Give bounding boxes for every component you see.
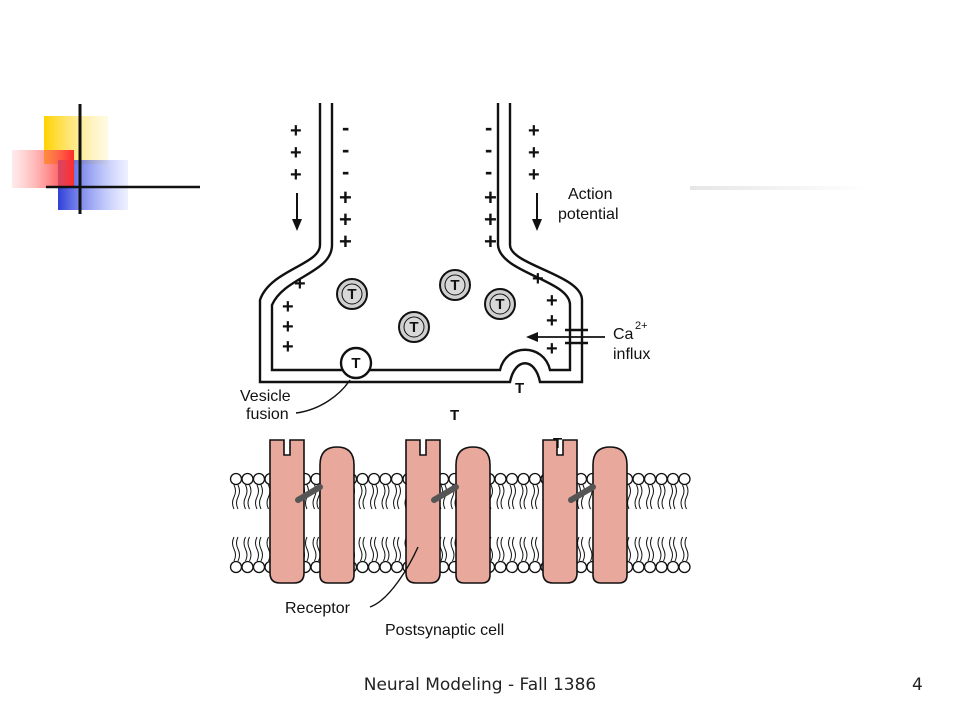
svg-text:+: + <box>290 164 302 186</box>
svg-text:-: - <box>342 159 349 184</box>
svg-text:+: + <box>484 229 497 254</box>
svg-text:+: + <box>290 120 302 142</box>
label-vesicle: Vesicle <box>240 388 291 405</box>
charges-right-outside: + + + <box>528 120 540 186</box>
svg-text:-: - <box>485 159 492 184</box>
svg-text:+: + <box>282 336 294 358</box>
slide-page-number: 4 <box>912 675 923 695</box>
svg-text:-: - <box>485 115 492 140</box>
label-receptor: Receptor <box>285 600 351 617</box>
svg-text:+: + <box>528 164 540 186</box>
charges-left-outside: + + + <box>290 120 302 186</box>
label-postsynaptic-cell: Postsynaptic cell <box>385 622 504 639</box>
svg-text:+: + <box>339 207 352 232</box>
svg-text:+: + <box>546 310 558 332</box>
logo-red-square <box>12 150 74 188</box>
label-ca-superscript: 2+ <box>635 320 648 332</box>
charges-right-inside: - - - + + + <box>484 115 497 254</box>
label-fusion: fusion <box>246 406 289 423</box>
svg-text:T: T <box>347 286 356 303</box>
receptors <box>269 439 628 584</box>
svg-text:+: + <box>339 229 352 254</box>
receptor-complex <box>405 439 491 584</box>
vesicle: T <box>484 288 516 320</box>
vesicle: T <box>398 311 430 343</box>
svg-text:+: + <box>528 120 540 142</box>
vesicles: T T T T T <box>336 269 516 380</box>
svg-text:+: + <box>282 296 294 318</box>
slide-footer-title: Neural Modeling - Fall 1386 <box>363 675 597 695</box>
svg-text:+: + <box>484 207 497 232</box>
receptor-complex <box>542 439 628 584</box>
svg-text:+: + <box>282 316 294 338</box>
svg-text:+: + <box>546 290 558 312</box>
svg-text:-: - <box>342 137 349 162</box>
bound-transmitter: T <box>553 435 562 452</box>
svg-text:T: T <box>409 319 418 336</box>
vesicle-fusing: T <box>339 346 373 380</box>
presynaptic-membrane-inner <box>270 103 572 372</box>
vesicle: T <box>439 269 471 301</box>
svg-text:T: T <box>495 296 504 313</box>
svg-text:-: - <box>485 137 492 162</box>
synapse-diagram: + + + - - - + + + - - - + + + + + + <box>229 103 691 639</box>
svg-text:T: T <box>450 277 459 294</box>
label-potential: potential <box>558 206 619 223</box>
svg-text:+: + <box>484 185 497 210</box>
label-ca: Ca <box>613 326 634 343</box>
svg-text:T: T <box>351 355 360 372</box>
receptor-complex <box>269 439 355 584</box>
svg-text:+: + <box>339 185 352 210</box>
presynaptic-membrane-outer <box>258 103 584 384</box>
slide-logo-ornament <box>12 104 870 214</box>
svg-text:+: + <box>532 268 544 290</box>
charges-bulb: + + + + + + + + <box>282 268 558 360</box>
vesicle: T <box>336 278 368 310</box>
svg-text:+: + <box>528 142 540 164</box>
label-influx: influx <box>613 346 650 363</box>
svg-text:-: - <box>342 115 349 140</box>
svg-text:+: + <box>290 142 302 164</box>
released-transmitter: T <box>450 407 459 424</box>
svg-text:+: + <box>546 338 558 360</box>
released-transmitter: T <box>515 380 524 397</box>
charges-left-inside: - - - + + + <box>339 115 352 254</box>
svg-text:+: + <box>294 273 306 295</box>
label-action: Action <box>568 186 612 203</box>
